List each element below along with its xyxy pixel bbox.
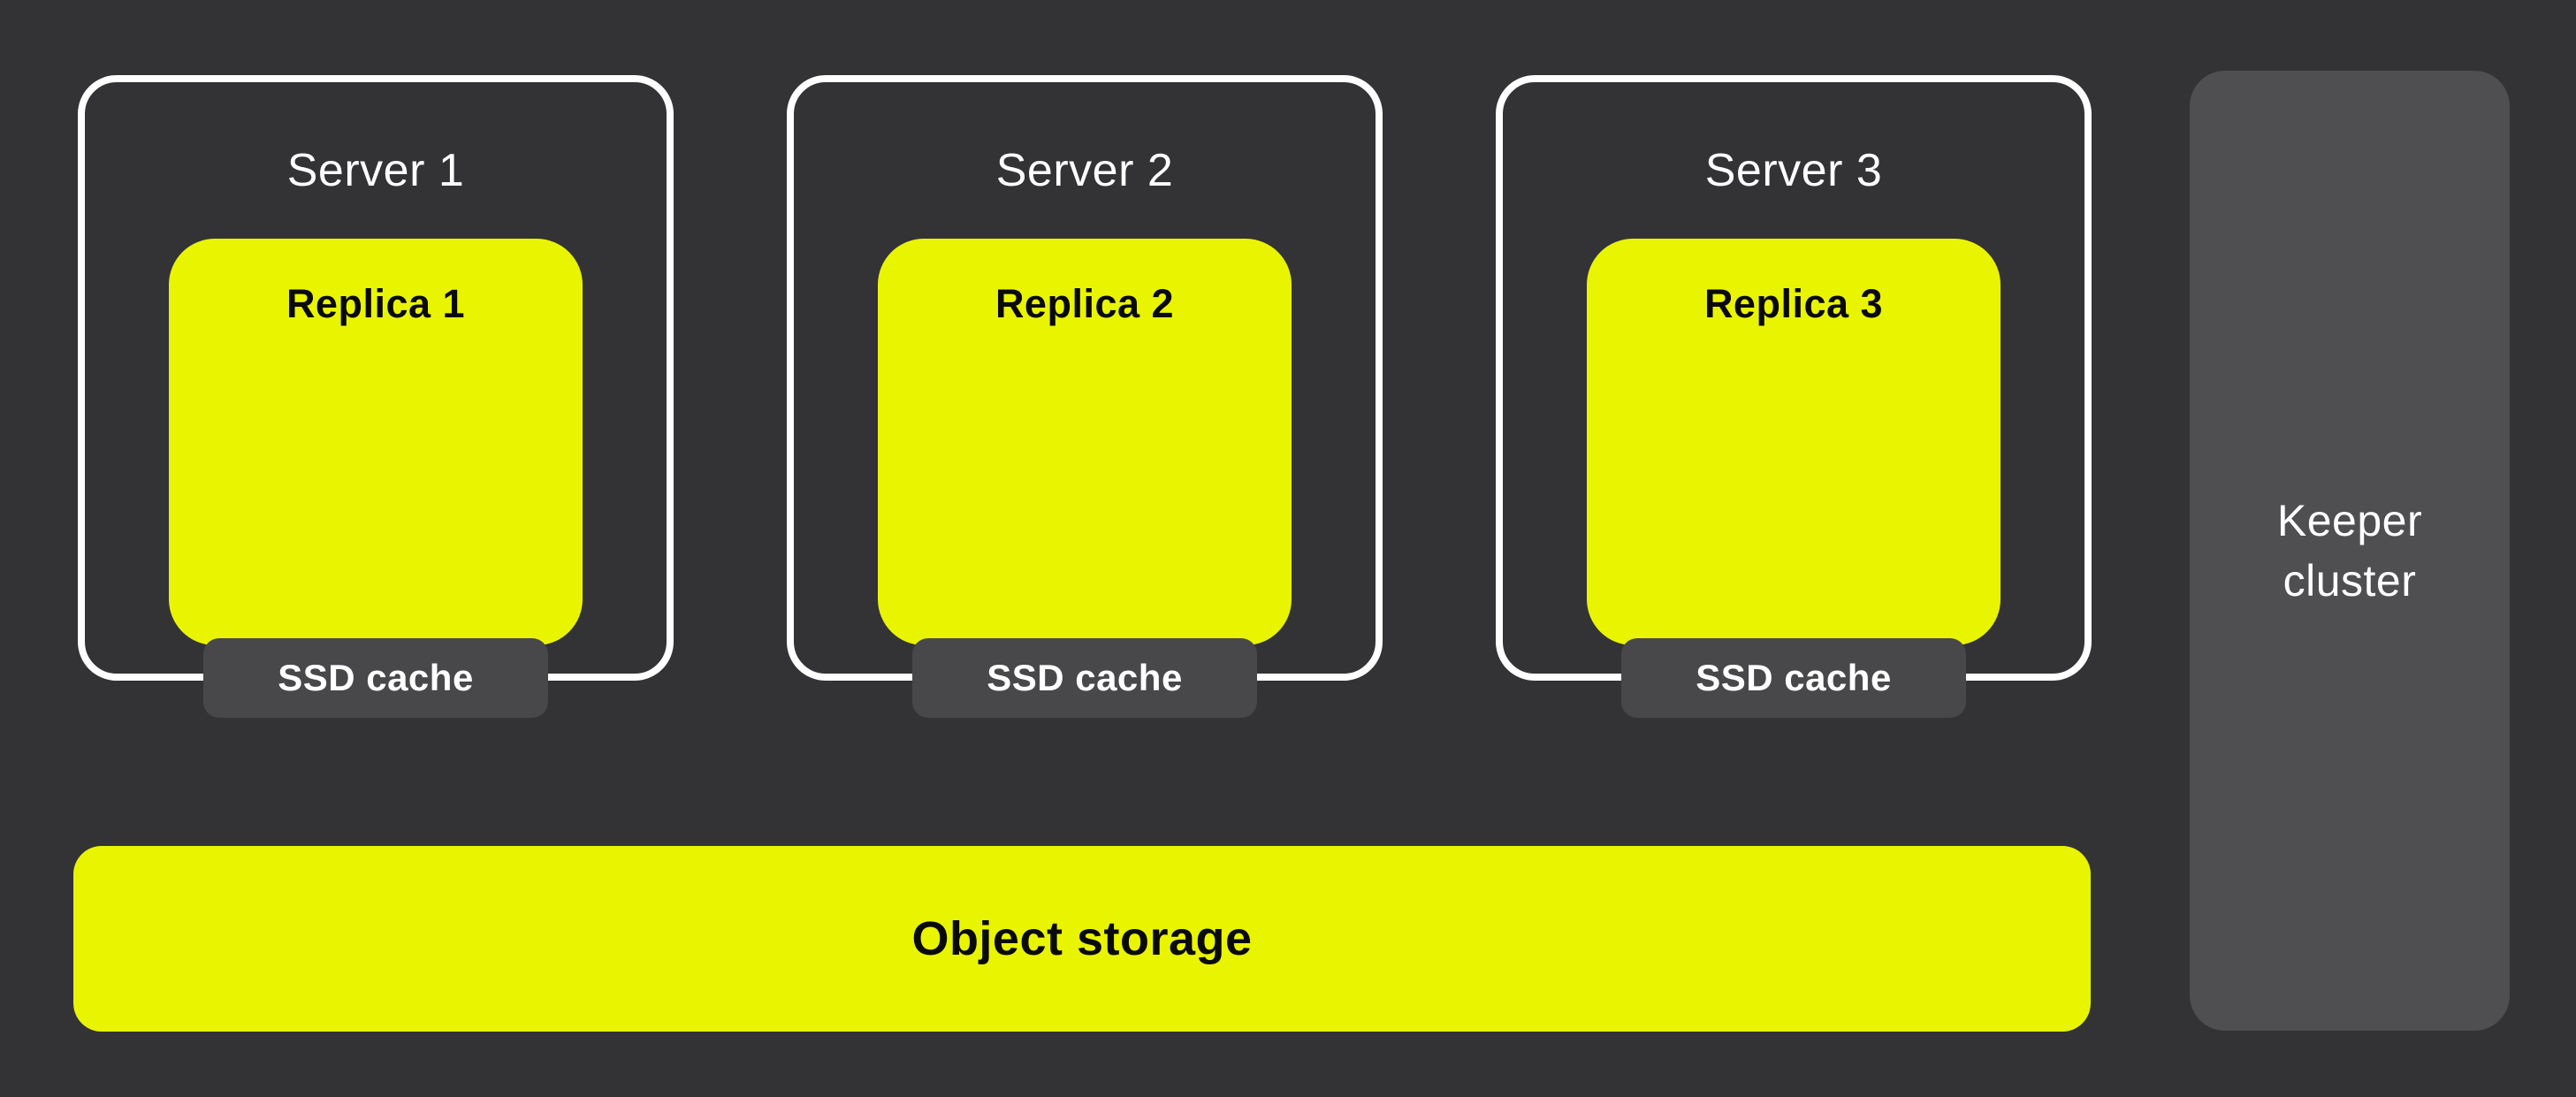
server-2-title: Server 2 xyxy=(995,145,1174,196)
server-2-ssd-cache-label: SSD cache xyxy=(987,657,1183,698)
server-1-ssd-cache-label: SSD cache xyxy=(278,657,474,698)
replica-2-label: Replica 2 xyxy=(995,281,1175,326)
keeper-cluster-box: Keeper cluster xyxy=(2190,71,2510,1031)
server-3-box: Server 3 Replica 3 SSD cache xyxy=(1496,75,2092,718)
replica-1-label: Replica 1 xyxy=(286,281,466,326)
object-storage-label: Object storage xyxy=(911,912,1253,965)
server-1-ssd-cache-badge: SSD cache xyxy=(203,638,548,718)
server-3-ssd-cache-label: SSD cache xyxy=(1696,657,1892,698)
server-1-title: Server 1 xyxy=(286,145,465,196)
keeper-cluster-label-line1: Keeper xyxy=(2276,496,2423,545)
replica-1-box: Replica 1 xyxy=(169,239,583,645)
replica-2-box: Replica 2 xyxy=(878,239,1292,645)
server-3-ssd-cache-badge: SSD cache xyxy=(1621,638,1966,718)
server-1-box: Server 1 Replica 1 SSD cache xyxy=(78,75,674,718)
server-2-box: Server 2 Replica 2 SSD cache xyxy=(787,75,1383,718)
server-3-title: Server 3 xyxy=(1704,145,1883,196)
replica-3-label: Replica 3 xyxy=(1703,281,1884,326)
keeper-cluster-label-line2: cluster xyxy=(2283,556,2417,606)
replica-3-box: Replica 3 xyxy=(1587,239,2001,645)
server-2-ssd-cache-badge: SSD cache xyxy=(912,638,1257,718)
object-storage-box: Object storage xyxy=(73,846,2091,1032)
